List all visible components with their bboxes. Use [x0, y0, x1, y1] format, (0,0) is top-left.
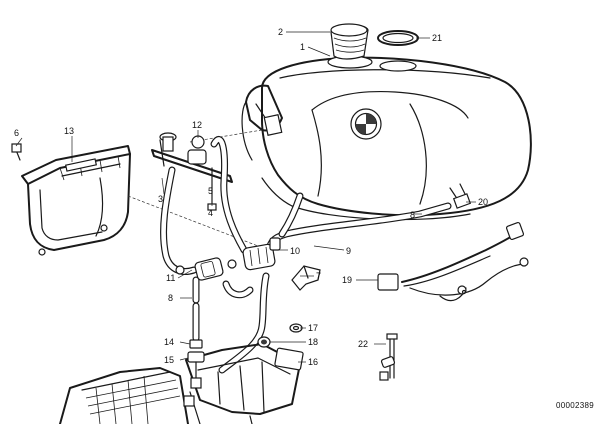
callout-3: 3: [158, 194, 163, 204]
tap-bracket: [151, 132, 233, 211]
callout-1: 1: [300, 42, 305, 52]
callout-14: 14: [164, 337, 174, 347]
callout-18: 18: [308, 337, 318, 347]
callout-12: 12: [192, 120, 202, 130]
callout-20: 20: [478, 197, 488, 207]
leader-lines: [15, 31, 476, 363]
callout-21: 21: [432, 33, 442, 43]
wiring-harness: [377, 221, 529, 302]
callout-8: 8: [168, 293, 173, 303]
grommets: [257, 323, 303, 348]
callout-15: 15: [164, 355, 174, 365]
drawing-reference-number: 00002389: [556, 401, 594, 410]
callout-13: 13: [64, 126, 74, 136]
callout-11: 11: [166, 273, 175, 283]
callout-5: 5: [208, 186, 213, 196]
callout-10: 10: [290, 246, 300, 256]
callout-9: 9: [346, 246, 351, 256]
fuel-filters: [175, 237, 281, 281]
callout-22: 22: [358, 339, 368, 349]
fuel-tank: [241, 55, 532, 221]
callout-17: 17: [308, 323, 318, 333]
callout-16: 16: [308, 357, 318, 367]
battery-holder: [11, 143, 131, 256]
callout-labels: 1 2 21 6 13 12 3 4 5 10 9 8 20 11 8 7 19…: [14, 27, 488, 367]
seal-ring: [377, 30, 419, 46]
callout-2: 2: [278, 27, 283, 37]
callout-8-upper: 8: [410, 210, 415, 220]
engine-section: [59, 339, 304, 424]
callout-6: 6: [14, 128, 19, 138]
bolt-set: [379, 333, 398, 381]
callout-4: 4: [208, 208, 213, 218]
callout-19: 19: [342, 275, 352, 285]
callout-7: 7: [316, 271, 321, 281]
filler-cap: [330, 23, 369, 60]
